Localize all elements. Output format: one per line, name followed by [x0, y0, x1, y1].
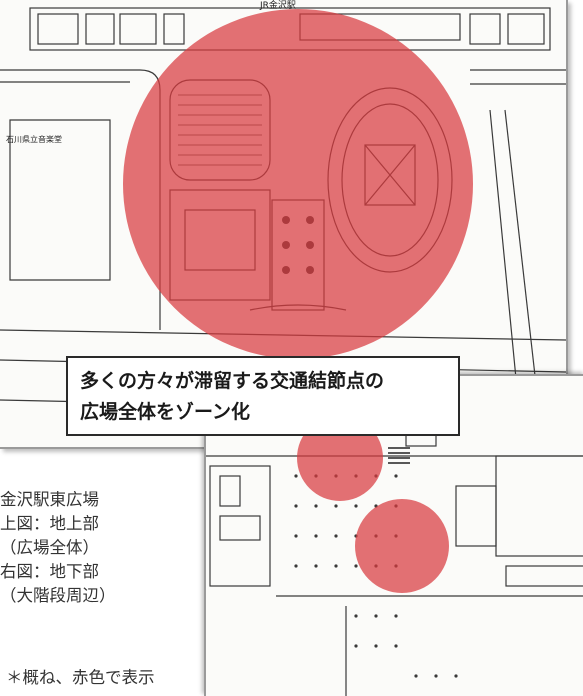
zone-highlight-stairs — [297, 415, 383, 501]
station-label: JR金沢駅 — [259, 0, 296, 11]
caption-line-4: 右図：地下部 — [0, 562, 99, 581]
caption-line-5: （大階段周辺） — [0, 586, 116, 605]
music-hall-label: 石川県立音楽堂 — [6, 134, 62, 144]
zone-highlight-concourse — [355, 499, 449, 593]
color-note: ＊概ね、赤色で表示 — [6, 668, 155, 687]
callout-box: 多くの方々が滞留する交通結節点の 広場全体をゾーン化 — [66, 356, 460, 436]
ground-level-plan-drawing: JR金沢駅 石川県立音楽堂 — [0, 0, 566, 421]
caption-line-2: 上図：地上部 — [0, 514, 99, 533]
caption-line-1: 金沢駅東広場 — [0, 490, 99, 509]
underground-level-plan-drawing — [206, 395, 583, 696]
callout-line-2: 広場全体をゾーン化 — [80, 401, 251, 423]
callout-line-1: 多くの方々が滞留する交通結節点の — [80, 370, 385, 392]
zone-highlight-circle — [123, 9, 473, 359]
figure-caption: 金沢駅東広場 上図：地上部 （広場全体） 右図：地下部 （大階段周辺） — [0, 488, 116, 608]
caption-line-3: （広場全体） — [0, 538, 99, 557]
